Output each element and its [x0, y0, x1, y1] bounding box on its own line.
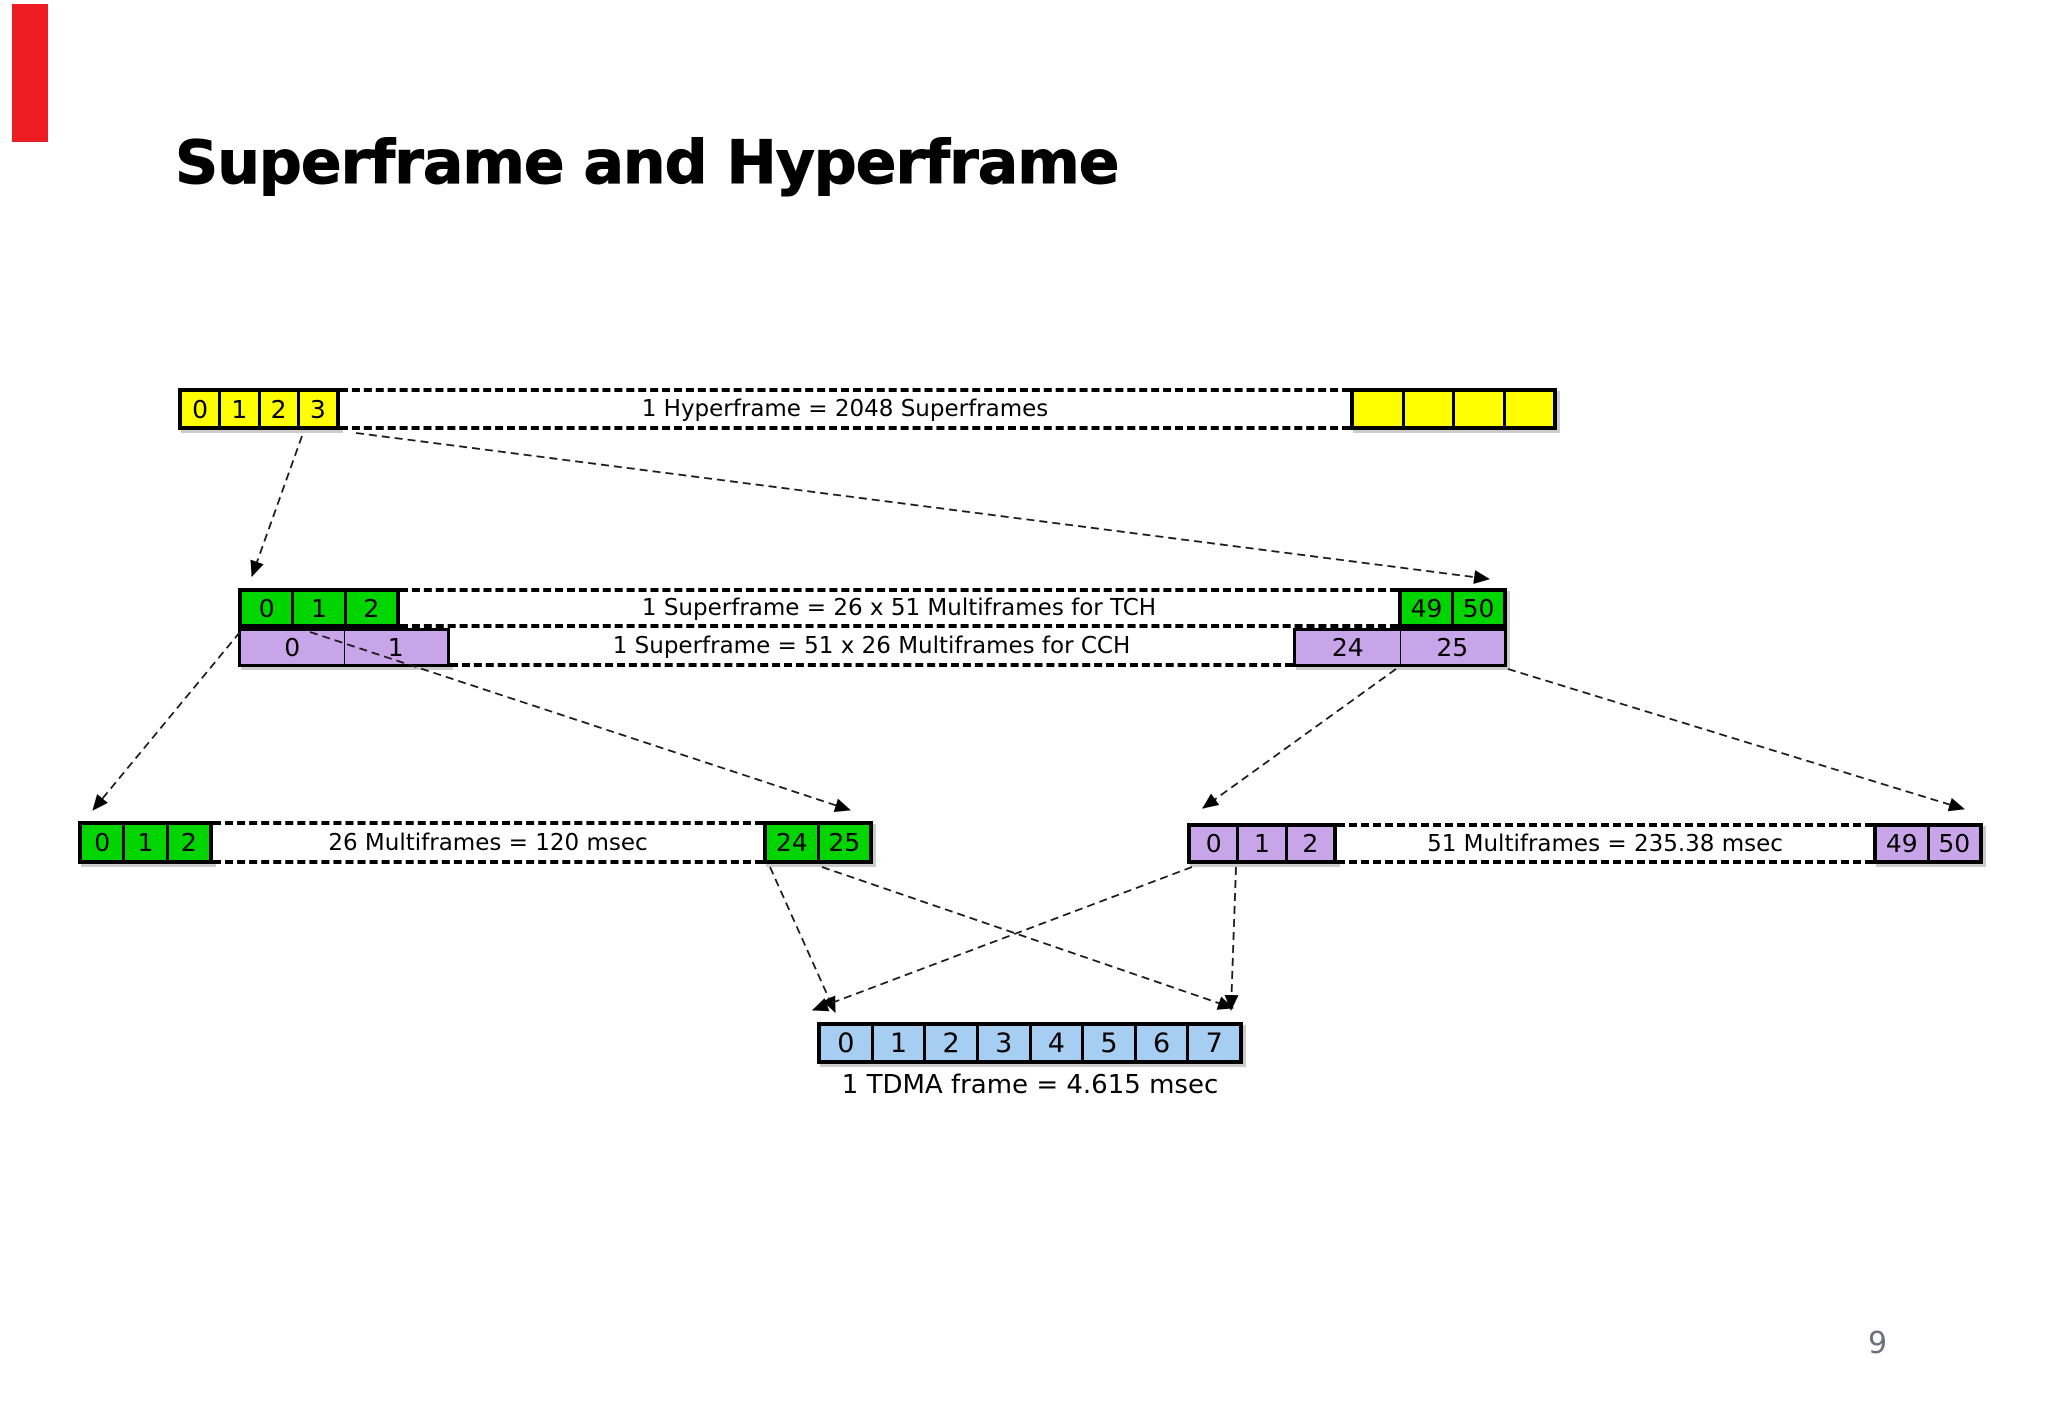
frame-cell: 1 [873, 1026, 924, 1060]
frame-cell: 1 [221, 392, 258, 426]
arrow-mf26-to-tdma-left [769, 866, 836, 1013]
arrow-mf51-to-tdma-right [1224, 866, 1239, 1011]
frame-cell: 25 [1400, 631, 1504, 664]
arrow-mf51-to-tdma-left [812, 866, 1193, 1012]
frame-cell: 2 [1287, 827, 1333, 860]
frame-cell: 2 [926, 1026, 976, 1060]
frame-cell: 49 [1877, 827, 1927, 860]
arrow-superframe-to-mf26-start [92, 631, 241, 811]
page-number: 9 [1868, 1326, 1888, 1361]
frame-cell: 0 [82, 825, 123, 860]
frame-cell: 0 [242, 592, 292, 624]
frame-cell: 5 [1084, 1026, 1134, 1060]
arrow-mf26-to-tdma-right [821, 866, 1234, 1010]
multiframe26-label: 26 Multiframes = 120 msec [213, 821, 763, 864]
frame-cell: 2 [260, 392, 297, 426]
frame-cell: 0 [182, 392, 219, 426]
frame-cell: 50 [1929, 827, 1979, 860]
frame-cell: 0 [821, 1026, 871, 1060]
frame-cell: 1 [344, 631, 447, 664]
arrow-hyper-to-superframe-start [250, 435, 303, 577]
frame-cell: 50 [1454, 592, 1503, 624]
frame-cell: 3 [299, 392, 336, 426]
frame-cell [1354, 392, 1402, 426]
hyperframe-label: 1 Hyperframe = 2048 Superframes [340, 388, 1350, 430]
frame-cell: 49 [1402, 592, 1451, 624]
frame-cell: 2 [346, 592, 396, 624]
superframe-tch-label: 1 Superframe = 26 x 51 Multiframes for T… [400, 588, 1398, 628]
frame-cell: 0 [1191, 827, 1237, 860]
frame-cell: 24 [1296, 631, 1400, 664]
arrow-superframe-to-mf51-end [1507, 668, 1965, 812]
frame-cell: 25 [819, 825, 869, 860]
hyperframe-right-cells [1350, 388, 1557, 430]
slide-title: Superframe and Hyperframe [174, 128, 1119, 199]
arrow-hyper-to-superframe-end [355, 432, 1490, 585]
frame-cell: 1 [125, 825, 166, 860]
multiframe51-label: 51 Multiframes = 235.38 msec [1337, 823, 1873, 864]
frame-cell: 1 [294, 592, 344, 624]
frame-cell: 4 [1031, 1026, 1082, 1060]
frame-cell [1505, 392, 1553, 426]
superframe-cch-label: 1 Superframe = 51 x 26 Multiframes for C… [450, 628, 1293, 667]
arrow-superframe-to-mf51-start [1202, 668, 1397, 809]
frame-cell [1455, 392, 1503, 426]
frame-cell: 0 [241, 631, 344, 664]
frame-cell [1404, 392, 1452, 426]
frame-cell: 7 [1189, 1026, 1239, 1060]
frame-cell: 6 [1136, 1026, 1187, 1060]
tdma-caption: 1 TDMA frame = 4.615 msec [841, 1070, 1219, 1100]
frame-cell: 1 [1239, 827, 1285, 860]
frame-cell: 24 [767, 825, 817, 860]
red-corner-marker [12, 4, 48, 142]
frame-cell: 2 [168, 825, 209, 860]
frame-cell: 3 [978, 1026, 1029, 1060]
